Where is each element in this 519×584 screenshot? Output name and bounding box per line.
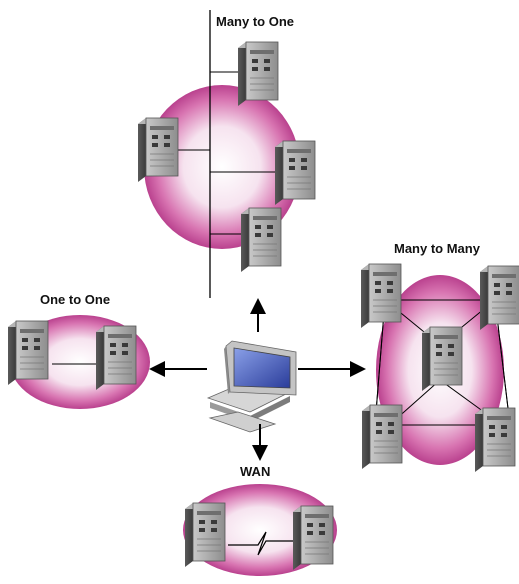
many-to-one-label: Many to One [216, 14, 295, 29]
server-icon [237, 41, 279, 107]
server-icon [292, 505, 334, 571]
server-icon [421, 326, 463, 392]
wan-label: WAN [240, 464, 271, 479]
many-to-many-label: Many to Many [394, 241, 480, 256]
server-icon [7, 320, 49, 386]
server-icon [240, 207, 282, 273]
desktop-computer-icon [206, 340, 297, 433]
server-icon [137, 117, 179, 183]
server-icon [474, 407, 516, 473]
server-icon [479, 265, 519, 331]
server-icon [361, 404, 403, 470]
one-to-one-label: One to One [40, 292, 111, 307]
server-icon [184, 502, 226, 568]
server-icon [95, 325, 137, 391]
server-icon [274, 140, 316, 206]
server-icon [360, 263, 402, 329]
one-to-one-group [7, 315, 150, 409]
many-to-many-group [360, 263, 519, 473]
wan-group [183, 484, 337, 576]
many-to-one-group [137, 10, 316, 298]
wan-link-icon [228, 531, 298, 556]
